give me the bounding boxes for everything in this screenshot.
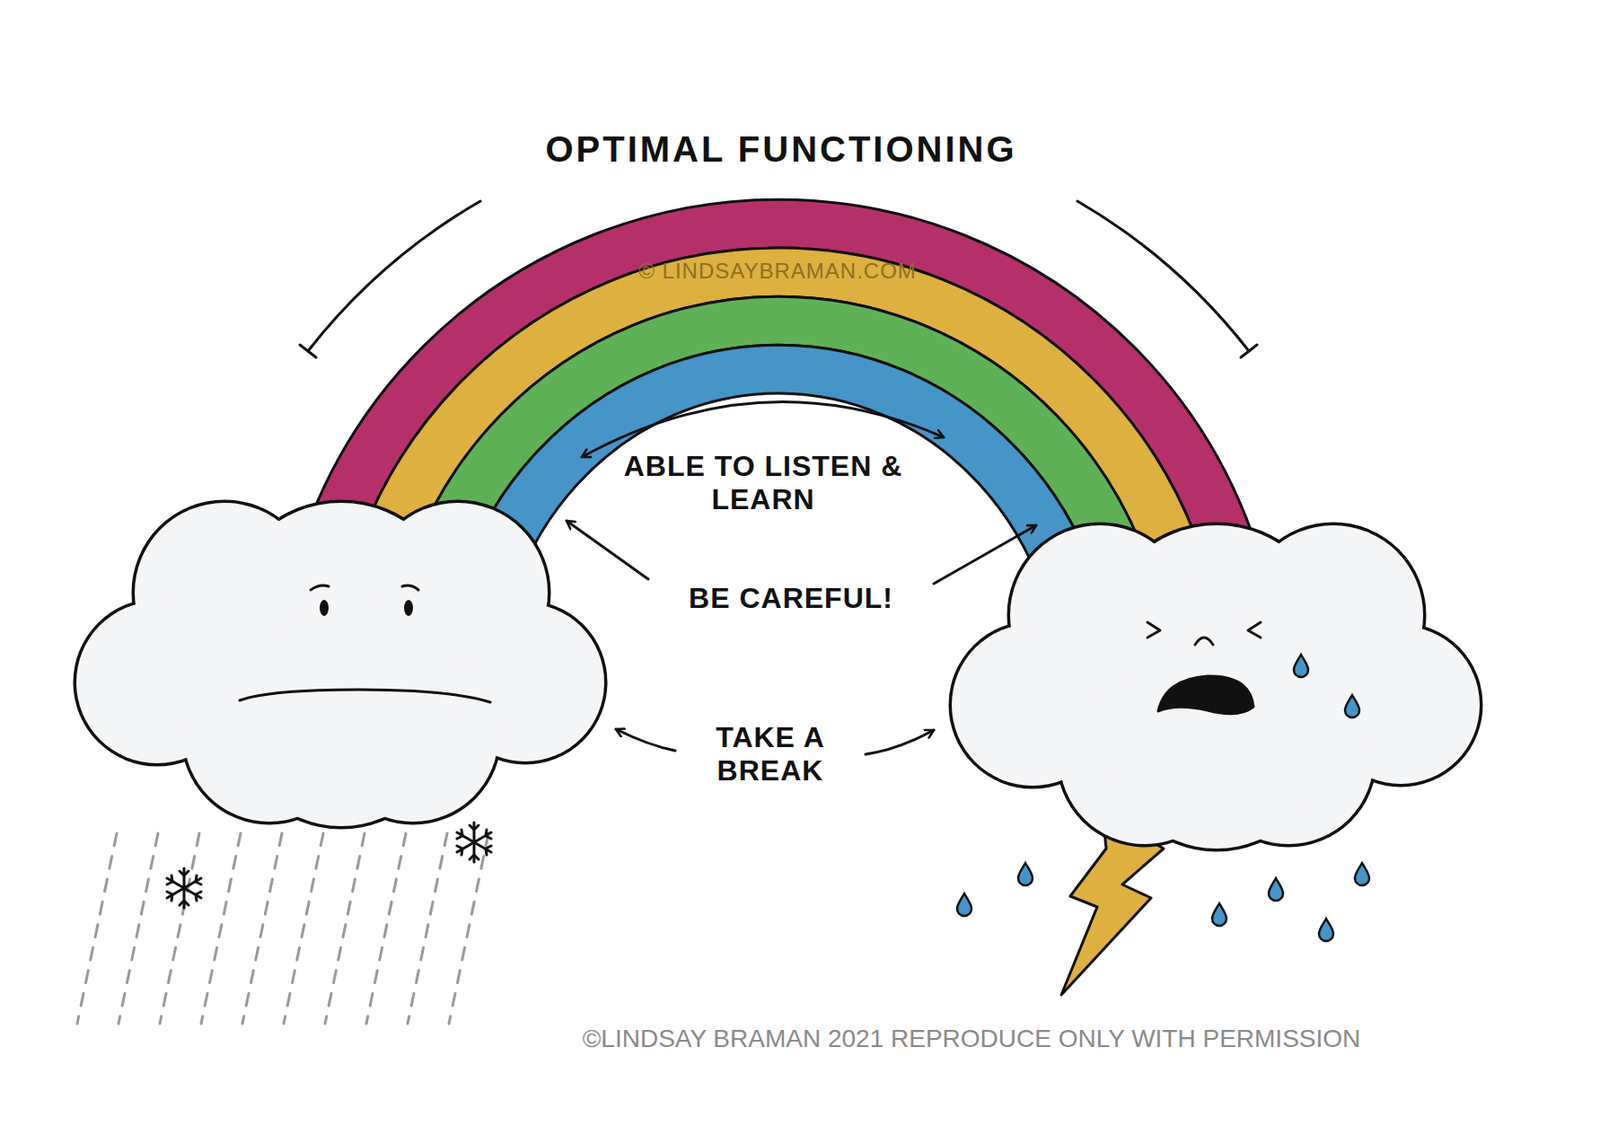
- raindrop: [1318, 918, 1334, 941]
- art-stroke: [76, 502, 605, 827]
- sleet-stroke: [77, 833, 117, 1024]
- art-stroke: [951, 525, 1480, 849]
- art-stroke: [319, 599, 329, 616]
- sleet-stroke: [283, 833, 324, 1024]
- sleet-stroke: [366, 833, 406, 1024]
- sleet-stroke: [242, 833, 282, 1024]
- leader-arrow: [615, 729, 676, 751]
- sleet-stroke: [201, 833, 241, 1024]
- bracket-tick: [1240, 344, 1258, 358]
- art-stroke: [1158, 676, 1254, 714]
- bracket-label: OPTIMAL FUNCTIONING: [466, 128, 1096, 170]
- snowflake: [457, 822, 492, 862]
- sleet-stroke: [118, 833, 159, 1024]
- sleet: [77, 833, 489, 1024]
- zone-label: TAKE A BREAK: [703, 720, 838, 788]
- face: [1147, 622, 1261, 714]
- snowflake: [167, 868, 202, 908]
- tear: [1293, 654, 1309, 677]
- face: [239, 585, 491, 703]
- double-arrow: [581, 401, 944, 458]
- art-stroke: [1248, 622, 1261, 638]
- art-stroke: [402, 585, 419, 590]
- crying-cloud: [951, 525, 1480, 849]
- raindrop: [1018, 862, 1033, 886]
- art-stroke: [239, 689, 491, 703]
- leader-arrow: [566, 520, 649, 580]
- copyright-caption: ©LINDSAY BRAMAN 2021 REPRODUCE ONLY WITH…: [582, 1024, 1362, 1054]
- raindrop: [1354, 862, 1370, 886]
- leader-arrow: [933, 525, 1037, 584]
- raindrop: [1212, 903, 1227, 926]
- sleet-stroke: [448, 833, 489, 1024]
- zone-label: ABLE TO LISTEN & LEARN: [619, 449, 907, 517]
- sleet-stroke: [325, 833, 365, 1024]
- art-stroke: [1147, 622, 1161, 638]
- tear: [1345, 694, 1360, 718]
- raindrop: [957, 893, 972, 916]
- sleet-stroke: [159, 833, 200, 1024]
- art-stroke: [404, 599, 414, 616]
- leader-arrows: [566, 401, 1037, 755]
- neutral-cloud: [76, 502, 605, 827]
- sleet-stroke: [407, 833, 448, 1024]
- art-stroke: [76, 502, 605, 827]
- leader-arrow: [865, 729, 934, 755]
- raindrop: [1268, 878, 1284, 901]
- watermark: © LINDSAYBRAMAN.COM: [589, 258, 967, 284]
- art-stroke: [1195, 637, 1214, 645]
- bracket-tick: [299, 344, 317, 358]
- art-stroke: [310, 585, 329, 590]
- zone-label: BE CAREFUL!: [647, 581, 935, 616]
- art-stroke: [951, 525, 1480, 849]
